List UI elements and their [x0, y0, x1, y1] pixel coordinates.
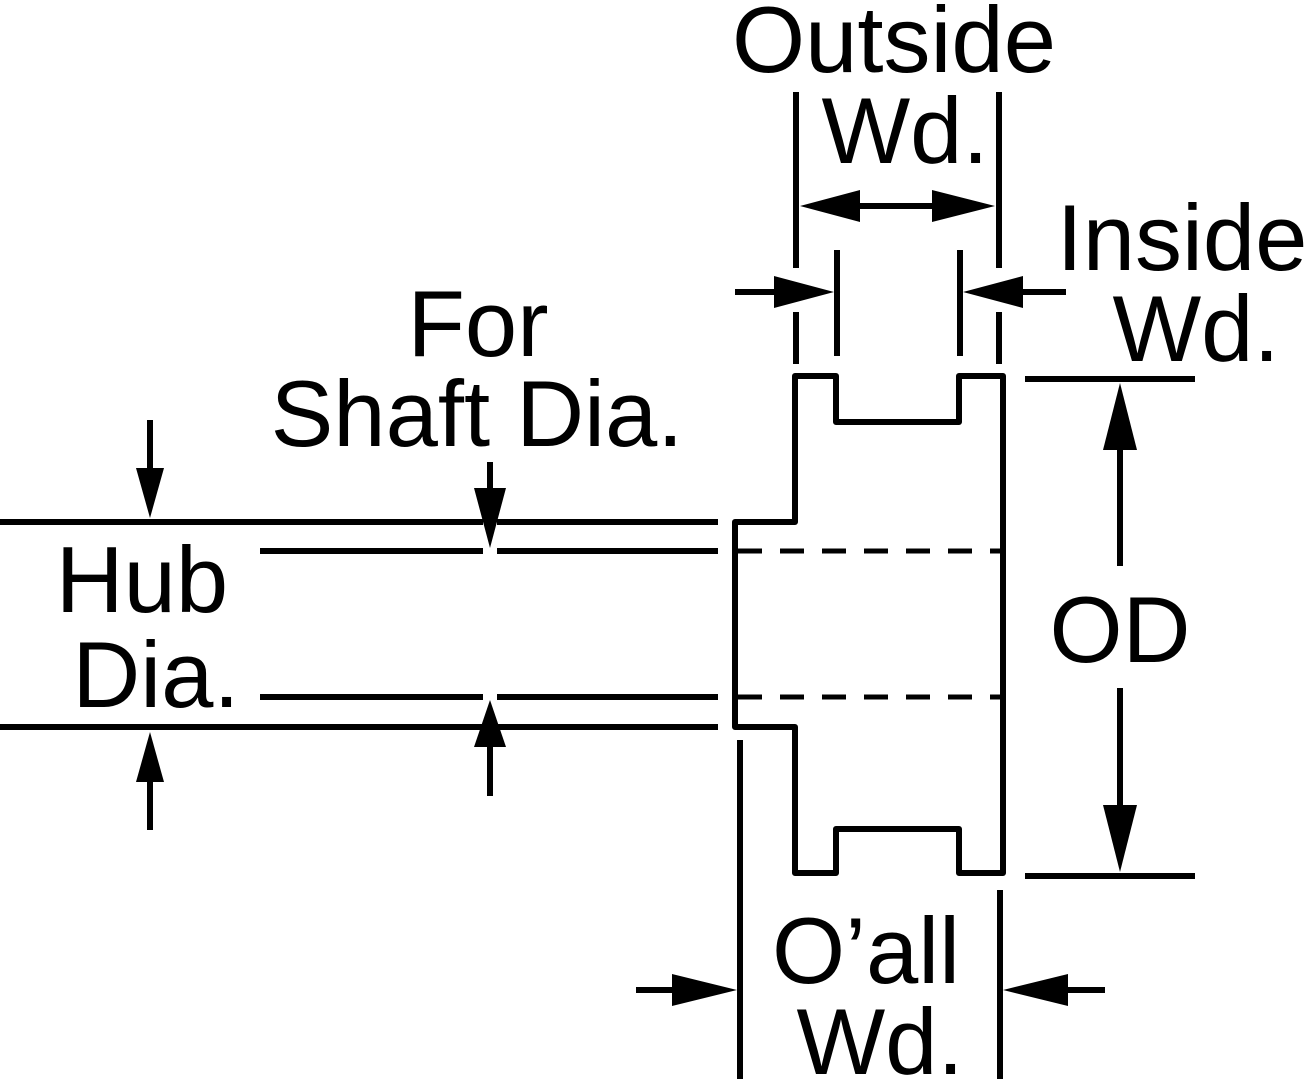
hub-dia-arrows: [136, 420, 164, 830]
inside-wd-dimension: [735, 250, 1066, 356]
outside-wd-label-line2: Wd.: [821, 78, 988, 183]
od-label: OD: [1050, 577, 1191, 682]
shaft-extension-lines: [260, 548, 718, 700]
overall-wd-label-line1: O’all: [772, 898, 960, 1003]
outside-wd-label-line1: Outside: [732, 0, 1056, 92]
shaft-dia-arrows: [474, 462, 506, 796]
overall-wd-dimension: [636, 740, 1105, 1079]
hub-extension-lines: [0, 519, 718, 730]
outside-wd-dimension: [793, 92, 1002, 364]
inside-wd-label-line1: Inside: [1057, 185, 1308, 290]
shaft-dia-label-line2: Shaft Dia.: [271, 361, 684, 466]
hub-dia-label-line1: Hub: [56, 527, 228, 632]
od-dimension: [1025, 376, 1195, 879]
inside-wd-label-line2: Wd.: [1112, 276, 1279, 381]
shaft-dia-label-line1: For: [408, 271, 549, 376]
hub-dia-label-line2: Dia.: [72, 622, 239, 727]
overall-wd-label-line2: Wd.: [796, 989, 963, 1079]
pulley-outline: [732, 373, 1006, 876]
